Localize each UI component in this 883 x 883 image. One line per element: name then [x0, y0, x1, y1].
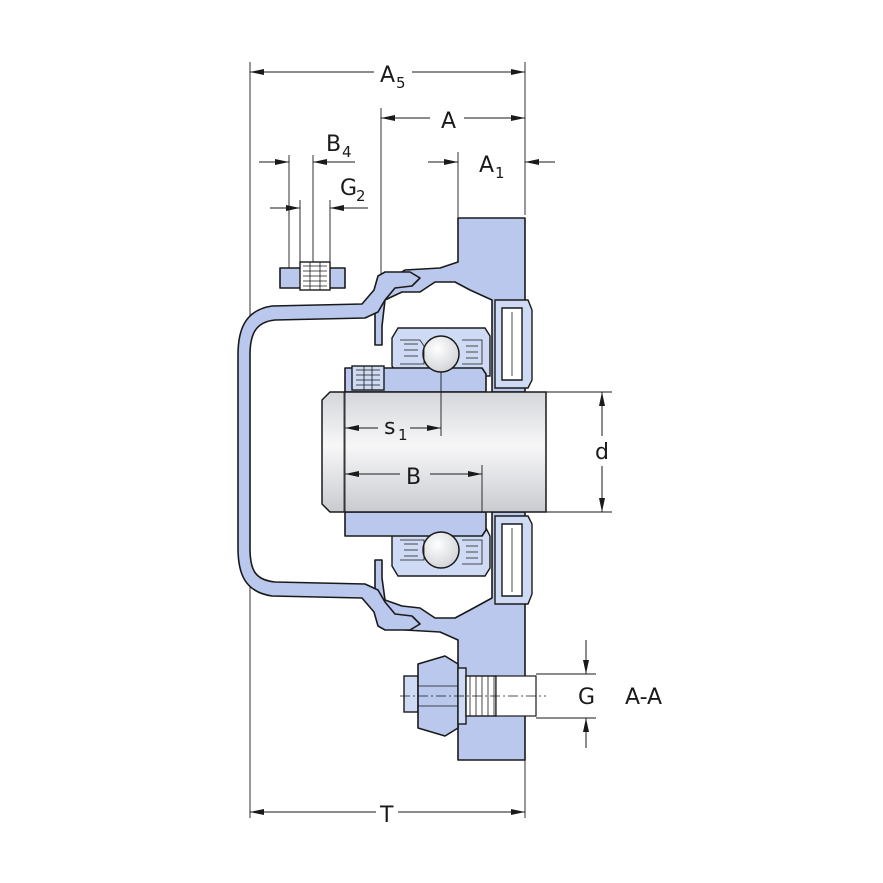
dimension-b: B	[344, 392, 483, 512]
dimension-a: A	[380, 108, 525, 278]
end-cover	[237, 271, 421, 631]
a5-label: A	[380, 63, 395, 88]
dimension-g: G A-A	[536, 640, 662, 748]
s1-label: s	[384, 415, 395, 440]
dimension-d: d	[546, 391, 612, 513]
a1-subscript: 1	[495, 164, 505, 182]
g2-subscript: 2	[356, 187, 366, 205]
locking-screw	[351, 365, 385, 391]
a1-label: A	[479, 153, 494, 178]
b-label: B	[406, 465, 421, 490]
seal-bottom	[494, 515, 533, 605]
bearing-seals	[400, 339, 483, 565]
seal-top	[494, 299, 533, 389]
d-label: d	[595, 440, 609, 465]
a5-subscript: 5	[396, 74, 406, 92]
b4-label: B	[326, 132, 341, 157]
dimension-b4: B 4	[259, 132, 355, 268]
shaft	[321, 391, 547, 513]
s1-subscript: 1	[398, 426, 408, 444]
ball-top	[422, 335, 460, 373]
a-label: A	[441, 109, 456, 134]
t-label: T	[379, 803, 394, 828]
mounting-bolt	[400, 655, 546, 737]
dimension-t: T	[250, 760, 526, 828]
b4-subscript: 4	[342, 143, 352, 161]
g-label: G	[578, 685, 595, 710]
g2-label: G	[340, 176, 357, 201]
dimension-g2: G 2	[270, 176, 368, 268]
section-label: A-A	[625, 685, 662, 710]
dimension-s1: s 1	[345, 372, 442, 444]
grub-screw-detail	[279, 261, 346, 291]
dimension-a1: A 1	[428, 152, 555, 222]
ball-bottom	[422, 531, 460, 569]
